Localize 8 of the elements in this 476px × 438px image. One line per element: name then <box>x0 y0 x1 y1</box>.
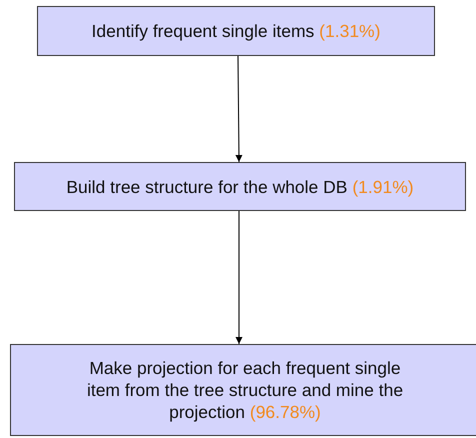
process-box <box>14 162 466 211</box>
arrow <box>235 56 242 162</box>
process-box <box>37 6 435 56</box>
step-text: Identify frequent single items (1.31%) <box>92 20 380 42</box>
step-text: Make projection for each frequent single item from the tree structure and mine the projection (96.78%) <box>86 357 404 423</box>
process-box <box>10 344 476 436</box>
step-text: Build tree structure for the whole DB (1.91%) <box>66 176 414 198</box>
arrow <box>236 210 242 344</box>
